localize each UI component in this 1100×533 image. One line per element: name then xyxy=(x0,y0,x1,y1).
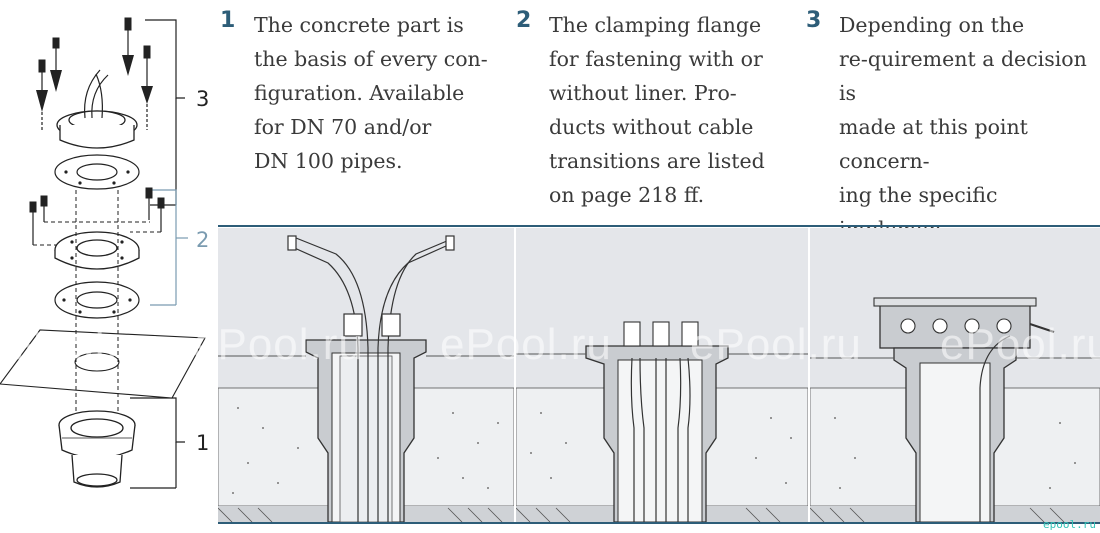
step-number: 1 xyxy=(220,8,236,33)
step-description: The clamping flange for fastening with o… xyxy=(549,13,765,207)
top-rule xyxy=(218,225,1100,227)
section-drawing-clamping-flange xyxy=(516,228,808,522)
exploded-view-diagram xyxy=(0,17,206,489)
exploded-label-3: 3 xyxy=(196,87,210,111)
section-drawing-concrete-part xyxy=(218,228,514,522)
step-description: The concrete part is the basis of every … xyxy=(254,13,488,173)
exploded-label-2: 2 xyxy=(196,228,210,252)
section-drawing-implementation xyxy=(810,228,1100,522)
exploded-label-1: 1 xyxy=(196,431,210,455)
step-number: 3 xyxy=(806,8,822,33)
step-number: 2 xyxy=(516,8,532,33)
bottom-rule xyxy=(218,522,1100,524)
watermark-corner: epool.ru xyxy=(1043,518,1096,531)
